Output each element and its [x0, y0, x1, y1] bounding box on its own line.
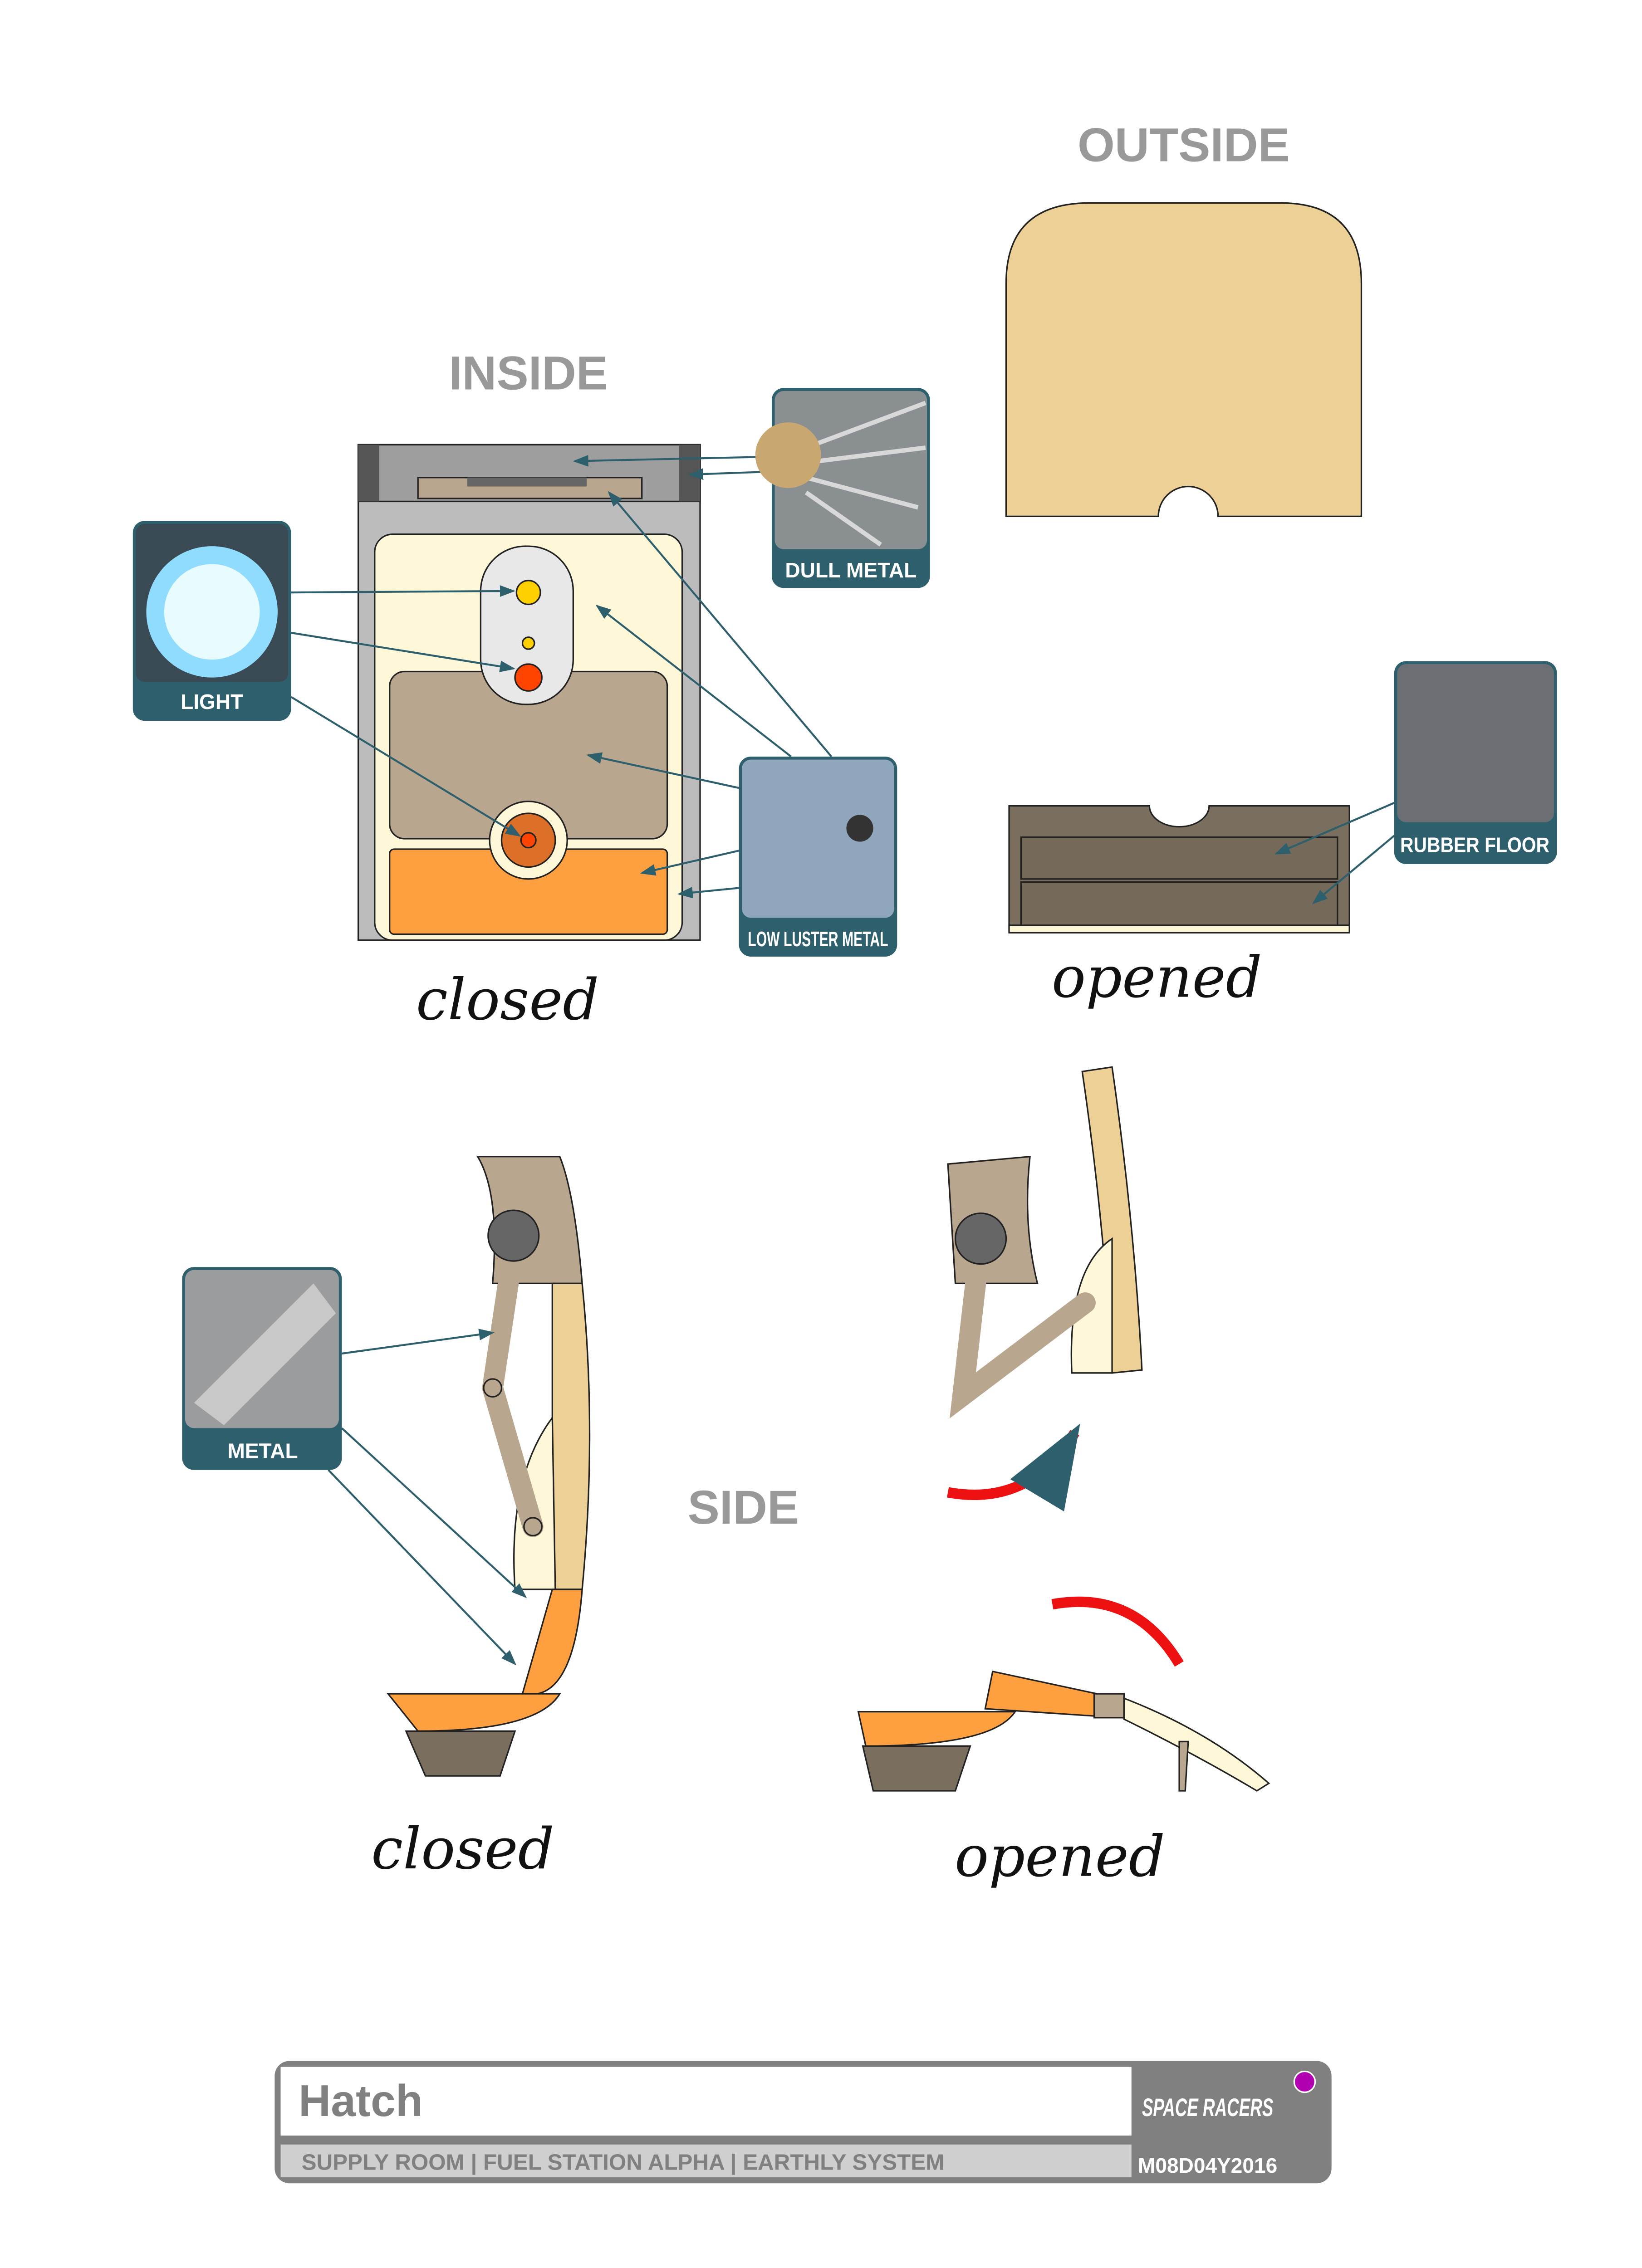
tag-rubber-floor: RUBBER FLOOR — [1394, 661, 1557, 864]
caption-inside-closed: closed — [416, 967, 599, 1033]
outside-opened-view — [1008, 802, 1395, 934]
inside-closed-view — [357, 444, 701, 941]
side-opened-view — [857, 1670, 1270, 1792]
tag-light: LIGHT — [132, 521, 291, 721]
title-block: Hatch SUPPLY ROOM | FUEL STATION ALPHA |… — [274, 2061, 1332, 2184]
tag-low-luster-metal: LOW LUSTER METAL — [739, 757, 897, 957]
tag-dull-metal: DULL METAL — [755, 388, 930, 588]
side-closed-view — [328, 1156, 591, 1777]
caption-outside-opened: opened — [1052, 945, 1262, 1011]
heading-side: SIDE — [688, 1481, 799, 1534]
space-racers-logo: SPACE RACERS — [1142, 2093, 1274, 2121]
tag-rubber-floor-label: RUBBER FLOOR — [1400, 833, 1549, 857]
heading-inside: INSIDE — [449, 347, 608, 400]
caption-side-opened: opened — [955, 1824, 1165, 1890]
title-block-subtitle: SUPPLY ROOM | FUEL STATION ALPHA | EARTH… — [302, 2150, 945, 2175]
tag-dull-metal-label: DULL METAL — [785, 558, 917, 582]
caption-side-closed: closed — [371, 1816, 554, 1882]
status-dot — [1293, 2070, 1316, 2093]
title-block-date: M08D04Y2016 — [1138, 2154, 1277, 2177]
side-opening-view — [947, 1066, 1184, 1667]
tag-metal-label: METAL — [227, 1439, 298, 1462]
title-block-title: Hatch — [299, 2076, 423, 2126]
inside-callout-lines — [290, 455, 833, 899]
outside-panel — [1005, 202, 1363, 517]
tag-light-label: LIGHT — [181, 690, 243, 714]
tag-low-luster-metal-label: LOW LUSTER METAL — [748, 927, 888, 951]
heading-outside: OUTSIDE — [1078, 118, 1290, 171]
tag-metal: METAL — [182, 1267, 342, 1470]
